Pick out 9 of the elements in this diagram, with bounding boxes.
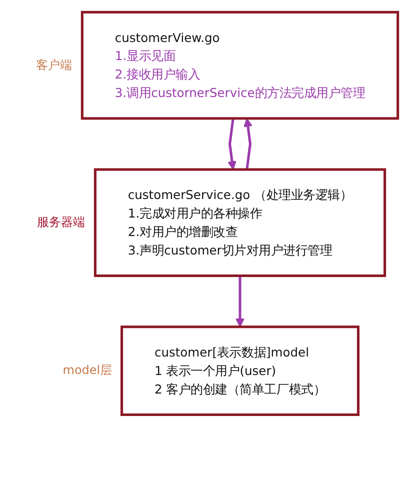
arrow xyxy=(244,118,252,170)
arrow xyxy=(236,276,244,328)
node-box: customerView.go 1.显示见面 2.接收用户输入 3.调用custornerService的方法完成用户管理 xyxy=(80,10,400,120)
node-box: customerService.go （处理业务逻辑） 1.完成对用户的各种操作 2.对用户的增删改查 3.声明customer切片对用户进行管理 xyxy=(94,168,386,278)
node-box: customer[表示数据]model 1 表示一个用户(user) 2 客户的创建（简单工厂模式） xyxy=(120,326,360,416)
side-label: 客户端 xyxy=(36,56,72,74)
arrow xyxy=(228,118,236,170)
side-label: 服务器端 xyxy=(37,214,86,232)
side-label: model层 xyxy=(62,362,112,380)
